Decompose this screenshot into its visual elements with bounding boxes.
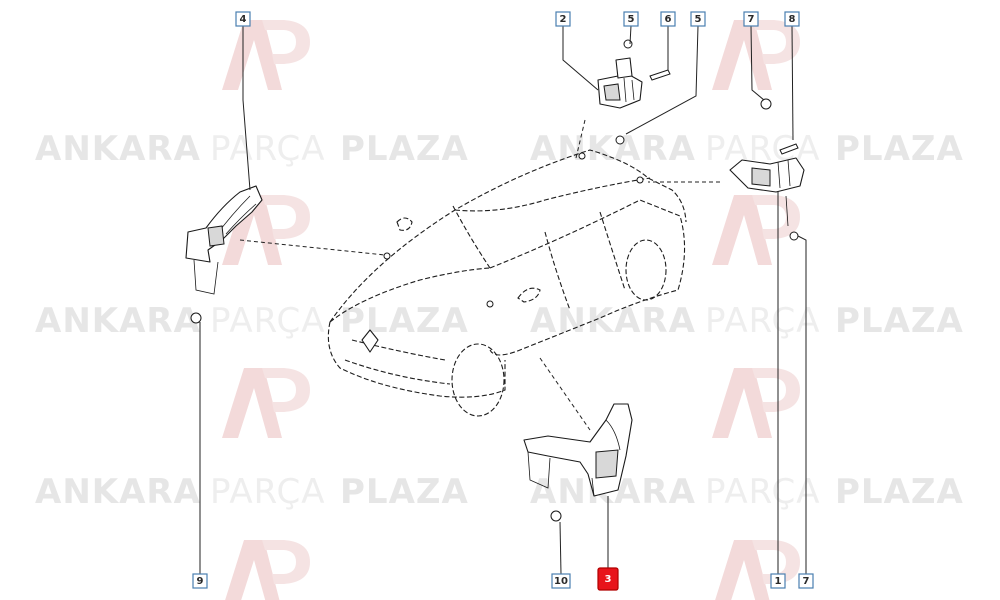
callout-10[interactable]: 10 bbox=[551, 573, 571, 589]
assembly-connectors bbox=[239, 119, 720, 431]
watermark-text-rows: ANKARA PARÇA PLAZA ANKARA PARÇA PLAZA AN… bbox=[35, 129, 964, 512]
watermark-row-4: ANKARA PARÇA PLAZA bbox=[530, 301, 964, 341]
svg-text:PARÇA: PARÇA bbox=[210, 129, 326, 169]
svg-text:PLAZA: PLAZA bbox=[835, 472, 964, 512]
svg-text:ANKARA: ANKARA bbox=[35, 301, 201, 341]
svg-text:ANKARA: ANKARA bbox=[35, 129, 201, 169]
svg-text:ANKARA: ANKARA bbox=[35, 472, 201, 512]
hood-hinge-left bbox=[185, 185, 263, 324]
leader-lines bbox=[199, 25, 807, 575]
watermark-row-5: ANKARA PARÇA PLAZA bbox=[35, 472, 469, 512]
svg-text:6: 6 bbox=[665, 14, 672, 25]
bolt-5b-icon bbox=[615, 135, 625, 145]
svg-text:7: 7 bbox=[748, 14, 755, 25]
svg-text:10: 10 bbox=[554, 576, 568, 587]
svg-text:PLAZA: PLAZA bbox=[835, 129, 964, 169]
svg-text:PARÇA: PARÇA bbox=[705, 129, 821, 169]
bolt-6-icon bbox=[649, 69, 671, 81]
callout-7a[interactable]: 7 bbox=[743, 11, 759, 27]
svg-text:3: 3 bbox=[605, 574, 612, 585]
callout-3-highlighted[interactable]: 3 bbox=[597, 567, 619, 591]
callout-9[interactable]: 9 bbox=[192, 573, 208, 589]
svg-text:8: 8 bbox=[789, 14, 796, 25]
car-outline bbox=[327, 149, 687, 417]
tailgate-hinge-right bbox=[729, 98, 805, 241]
svg-text:1: 1 bbox=[775, 576, 782, 587]
svg-text:7: 7 bbox=[803, 576, 810, 587]
bolt-7b-icon bbox=[789, 231, 799, 241]
svg-text:5: 5 bbox=[695, 14, 702, 25]
svg-text:PARÇA: PARÇA bbox=[705, 472, 821, 512]
svg-text:ANKARA: ANKARA bbox=[530, 129, 696, 169]
watermark-row-3: ANKARA PARÇA PLAZA bbox=[35, 301, 469, 341]
callout-1[interactable]: 1 bbox=[770, 573, 786, 589]
brand-logo-icon bbox=[361, 329, 379, 353]
svg-text:PLAZA: PLAZA bbox=[340, 472, 469, 512]
tailgate-hinge-right-mark bbox=[636, 176, 644, 184]
svg-text:4: 4 bbox=[240, 14, 247, 25]
svg-text:2: 2 bbox=[560, 14, 567, 25]
bolt-9-icon bbox=[190, 312, 202, 324]
callout-6[interactable]: 6 bbox=[660, 11, 676, 27]
watermark-row-6: ANKARA PARÇA PLAZA bbox=[530, 472, 964, 512]
svg-text:5: 5 bbox=[628, 14, 635, 25]
watermark-row-1: ANKARA PARÇA PLAZA bbox=[35, 129, 469, 169]
callout-2[interactable]: 2 bbox=[555, 11, 571, 27]
hood-hinge-right-mark bbox=[486, 300, 494, 308]
svg-text:PLAZA: PLAZA bbox=[340, 129, 469, 169]
bolt-8-icon bbox=[779, 143, 799, 155]
svg-text:PLAZA: PLAZA bbox=[340, 301, 469, 341]
callout-5a[interactable]: 5 bbox=[623, 11, 639, 27]
svg-text:PLAZA: PLAZA bbox=[835, 301, 964, 341]
tailgate-hinge-left bbox=[597, 39, 671, 145]
bolt-10-icon bbox=[550, 510, 562, 522]
svg-text:PARÇA: PARÇA bbox=[210, 472, 326, 512]
callout-5b[interactable]: 5 bbox=[690, 11, 706, 27]
bolt-7-icon bbox=[760, 98, 772, 110]
watermark-row-2: ANKARA PARÇA PLAZA bbox=[530, 129, 964, 169]
callout-7b[interactable]: 7 bbox=[798, 573, 814, 589]
svg-text:PARÇA: PARÇA bbox=[705, 301, 821, 341]
hood-hinge-left-mark bbox=[383, 252, 391, 260]
callout-4[interactable]: 4 bbox=[235, 11, 251, 27]
hood-hinge-right bbox=[523, 403, 633, 522]
svg-text:PARÇA: PARÇA bbox=[210, 301, 326, 341]
bolt-5-icon bbox=[623, 39, 633, 49]
callout-8[interactable]: 8 bbox=[784, 11, 800, 27]
svg-text:ANKARA: ANKARA bbox=[530, 301, 696, 341]
tailgate-hinge-left-mark bbox=[578, 152, 586, 160]
svg-text:9: 9 bbox=[197, 576, 204, 587]
